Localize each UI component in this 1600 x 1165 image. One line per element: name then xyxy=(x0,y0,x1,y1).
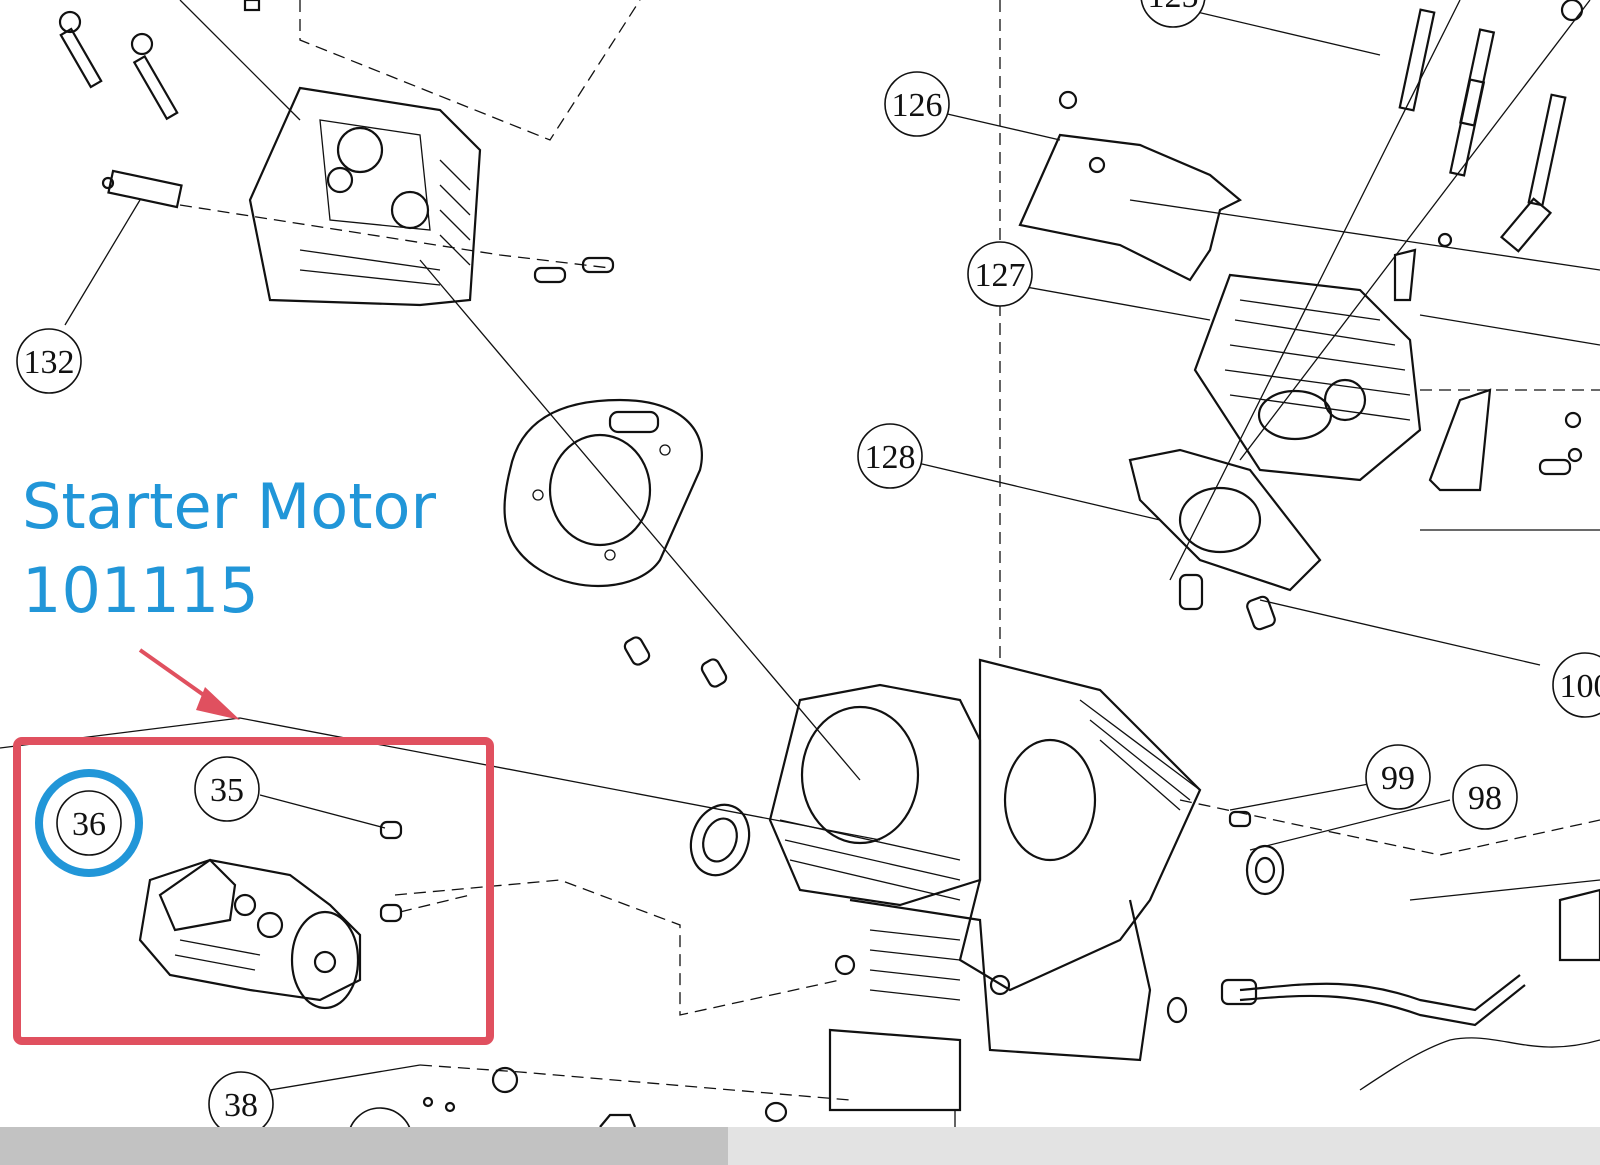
annotation-title: Starter Motor xyxy=(22,470,436,543)
starter-motor xyxy=(138,858,362,1010)
callout-36: 36 xyxy=(56,790,122,856)
highlight-box xyxy=(13,737,494,1045)
dowel-pins xyxy=(533,256,728,688)
spark-plug-left xyxy=(101,169,183,209)
small-hardware xyxy=(422,996,1188,1128)
highlight-circle xyxy=(35,769,143,877)
cylinder-head-right xyxy=(1193,248,1492,492)
leader-lines xyxy=(0,0,1600,1101)
scrollbar-thumb[interactable] xyxy=(0,1127,728,1165)
callout-38: 38 xyxy=(208,1071,274,1137)
hose-assembly xyxy=(1220,888,1600,1091)
svg-text:36: 36 xyxy=(72,806,106,843)
starter-pins xyxy=(259,794,471,923)
callout-100: 100 xyxy=(1552,652,1600,718)
svg-text:125: 125 xyxy=(1148,0,1199,15)
bolt-set-left xyxy=(58,0,261,121)
callout-99: 99 xyxy=(1365,744,1431,810)
svg-text:132: 132 xyxy=(24,344,75,381)
svg-text:98: 98 xyxy=(1468,780,1502,817)
callout-126: 126 xyxy=(884,71,950,137)
cylinder-head-left xyxy=(248,86,482,307)
svg-text:128: 128 xyxy=(865,439,916,476)
svg-text:38: 38 xyxy=(224,1087,258,1124)
callout-balloons: 125 126 127 128 132 100 99 98 35 36 38 3… xyxy=(16,0,1600,1165)
bolt-set-right xyxy=(1398,0,1584,207)
heat-shield xyxy=(1018,90,1242,282)
engine-block xyxy=(768,658,1202,1127)
annotation-part-number: 101115 xyxy=(22,554,259,627)
svg-text:126: 126 xyxy=(892,87,943,124)
callout-127: 127 xyxy=(967,241,1033,307)
head-gasket-right xyxy=(1128,448,1322,592)
spark-plug-right xyxy=(1437,197,1553,253)
svg-text:99: 99 xyxy=(1381,760,1415,797)
svg-text:127: 127 xyxy=(975,257,1026,294)
callout-132: 132 xyxy=(16,328,82,394)
callout-35: 35 xyxy=(194,756,260,822)
bearing xyxy=(1245,844,1285,896)
dowel-pins-right xyxy=(1178,411,1583,828)
callout-98: 98 xyxy=(1452,764,1518,830)
callout-128: 128 xyxy=(857,423,923,489)
svg-text:35: 35 xyxy=(210,772,244,809)
head-gasket-left xyxy=(503,398,703,588)
annotation-arrow xyxy=(138,648,240,720)
oil-seal xyxy=(689,803,751,877)
svg-text:100: 100 xyxy=(1560,668,1600,705)
callout-125: 125 xyxy=(1140,0,1206,28)
